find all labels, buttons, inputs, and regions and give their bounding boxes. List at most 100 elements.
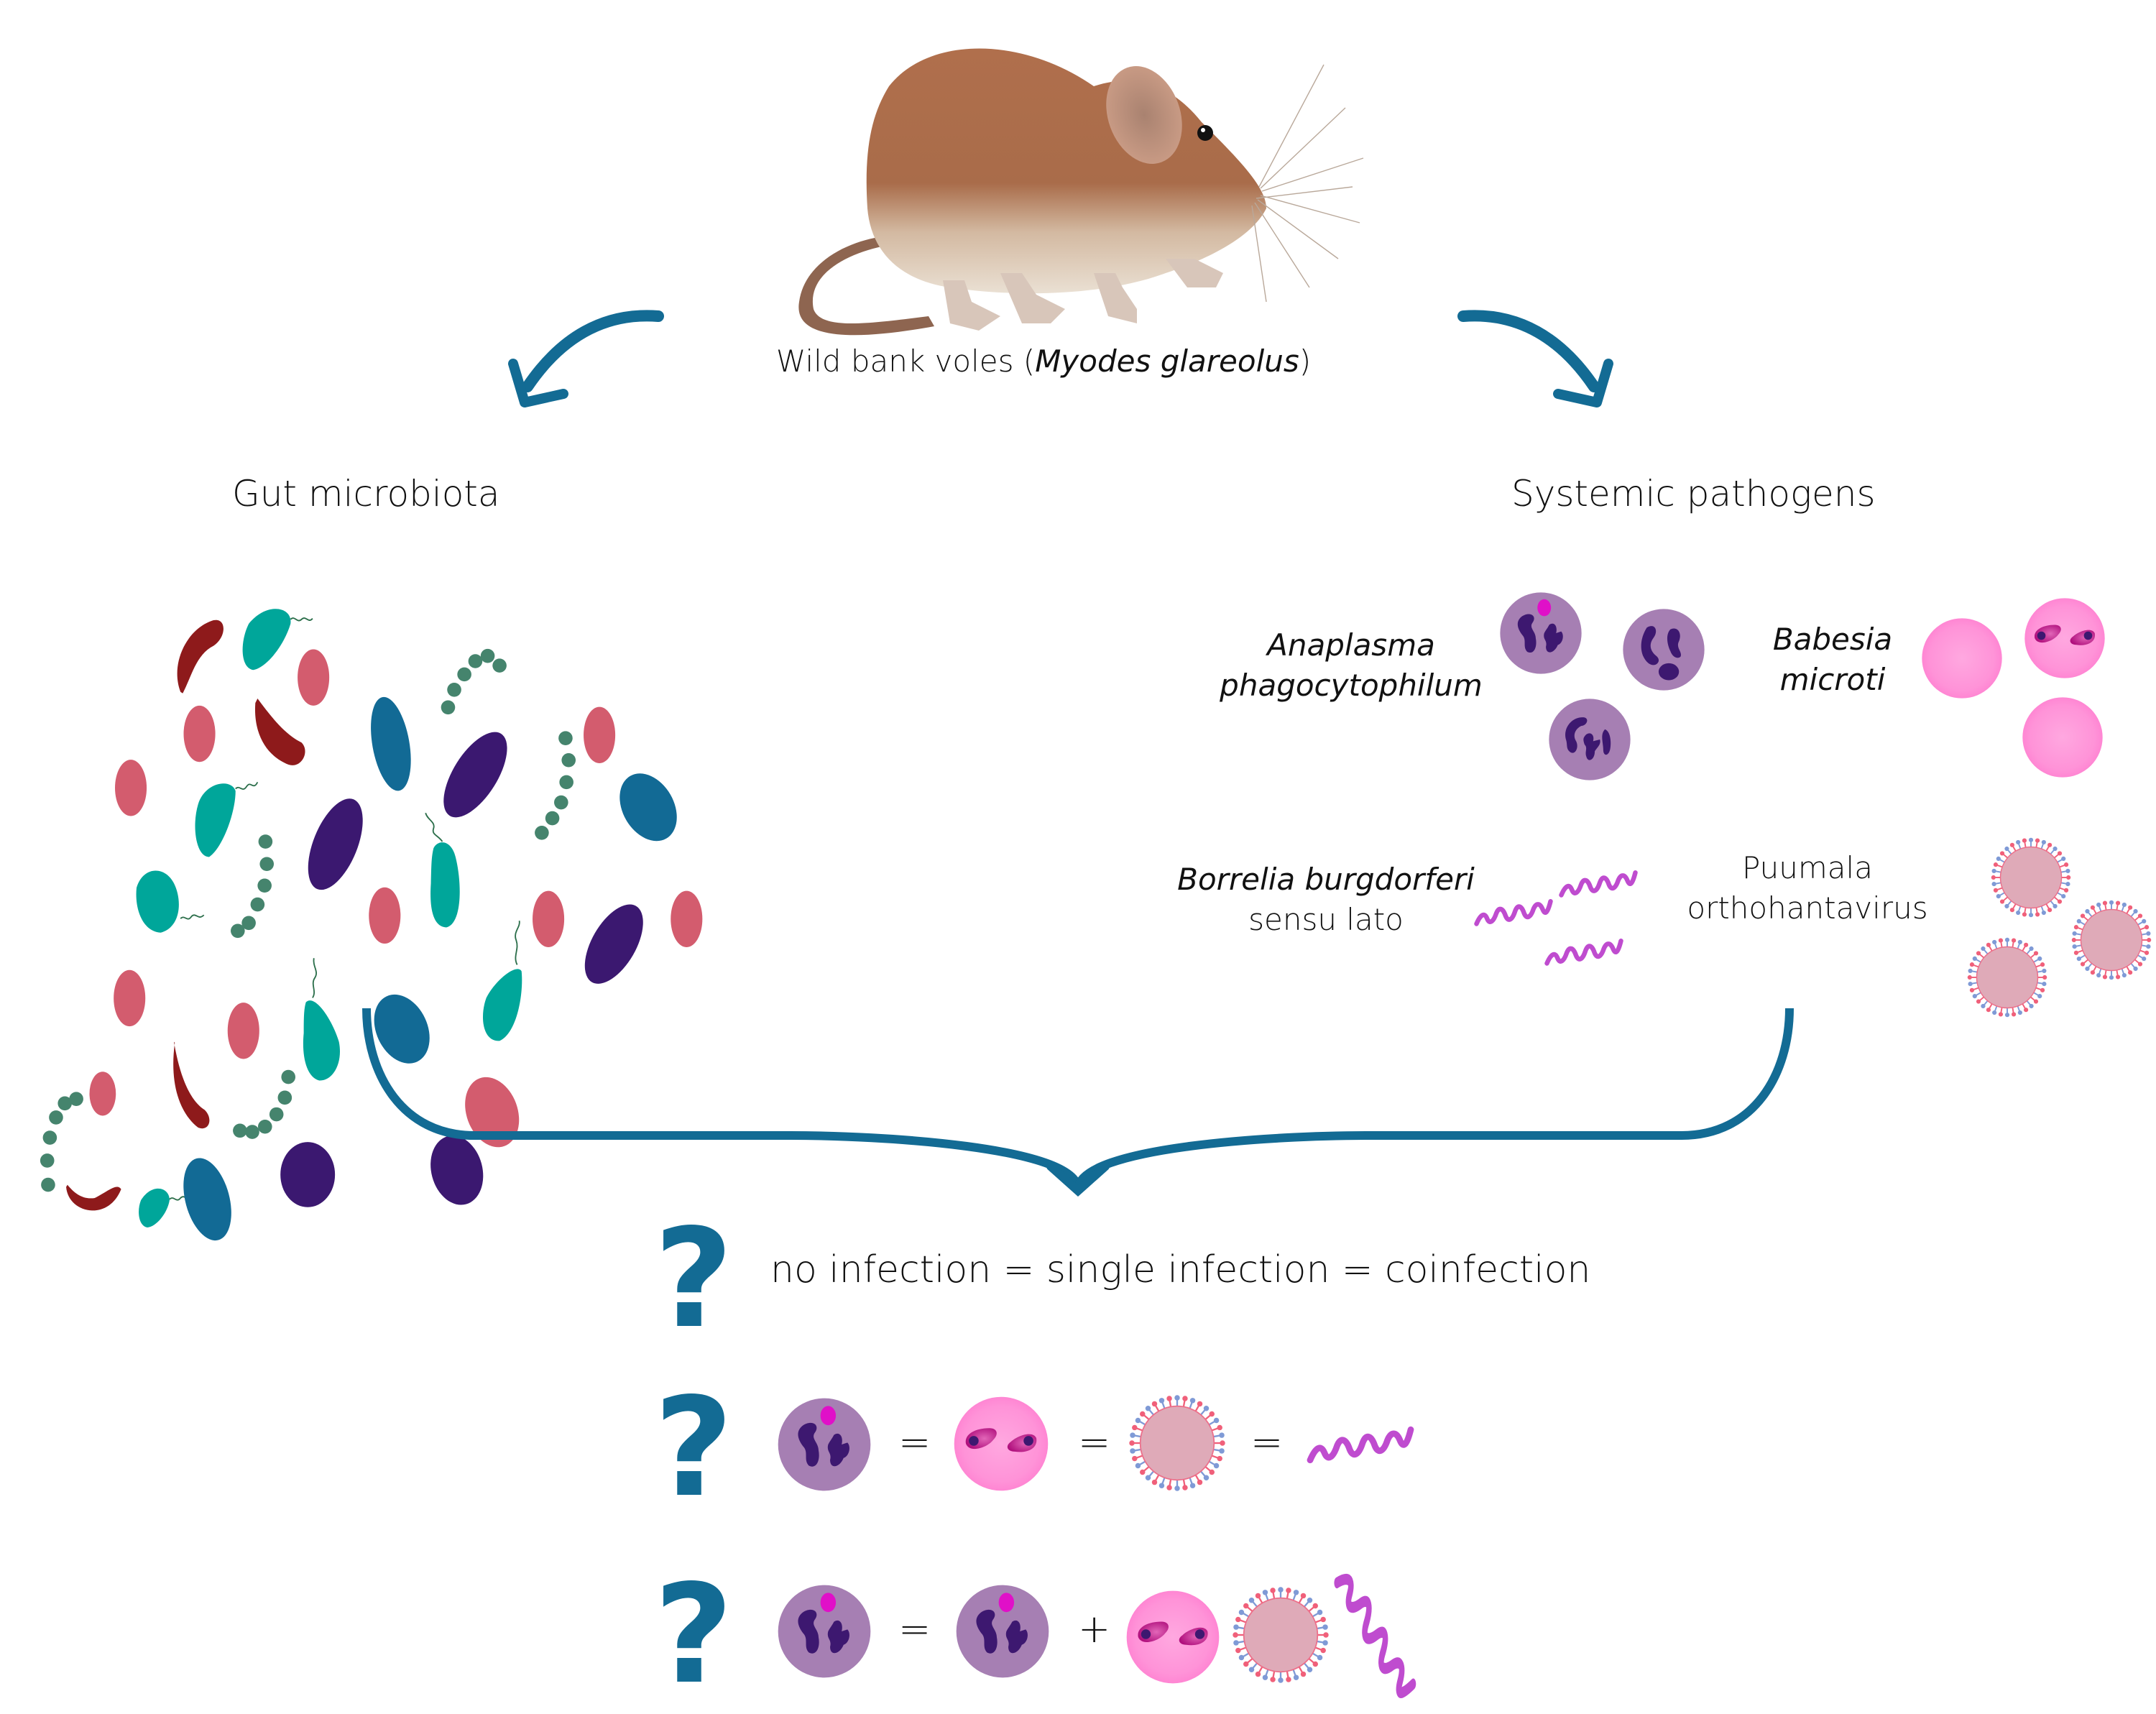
virus-spike-tip	[1993, 888, 1999, 893]
virus-spike-tip	[1992, 1010, 1997, 1015]
hantavirus-icon	[1991, 837, 2071, 918]
teal-microbe	[136, 870, 179, 933]
virus-spike-tip	[1158, 1398, 1165, 1404]
virus-spike-tip	[1182, 1485, 1188, 1490]
virus-spike-tip	[2041, 910, 2046, 916]
virus-spike-tip	[1235, 1616, 1241, 1623]
virus-spike-tip	[2137, 962, 2143, 967]
virus-spike-tip	[2102, 900, 2108, 906]
virus-spike-tip	[2073, 950, 2079, 955]
virus-spike-tip	[1322, 1624, 1328, 1630]
virus-spike-tip	[1996, 856, 2001, 861]
plus-sign: +	[1078, 1606, 1111, 1651]
host-label: Wild bank voles (Myodes glareolus)	[775, 344, 1312, 379]
purple-bacillus	[280, 1142, 336, 1207]
question-mark-icon: ?	[654, 1368, 734, 1527]
virus-spike-tip	[2147, 937, 2152, 943]
virus-spike-tip	[2009, 908, 2014, 913]
virus-spike-tip	[1991, 881, 1996, 887]
virus-spike-tip	[1189, 1398, 1196, 1404]
virus-spike-tip	[2024, 942, 2029, 947]
virus-spike-tip	[1278, 1677, 1284, 1683]
virus-spike-tip	[2004, 1013, 2010, 1018]
teal-microbe	[303, 1000, 341, 1081]
virus-spike-tip	[2122, 972, 2127, 978]
blue-bacillus	[619, 773, 677, 842]
purple-bacillus	[308, 798, 363, 890]
virus-spike-tip	[2144, 925, 2150, 930]
cocci-chain	[233, 1069, 296, 1139]
purple-bacillus	[584, 904, 643, 984]
spirochete-icon	[1558, 866, 1639, 899]
virus-spike-tip	[2133, 908, 2138, 914]
rod-microbe	[66, 1184, 121, 1211]
virus-spike-tip	[2128, 970, 2133, 975]
equals-sign: =	[1078, 1419, 1111, 1465]
virus-spike-tip	[1317, 1609, 1323, 1616]
virus-spike-tip	[1158, 1483, 1165, 1488]
virus-spike-tip	[1993, 862, 1999, 867]
pink-coccus	[671, 890, 703, 947]
teal-microbe	[195, 783, 236, 857]
vole-feet	[943, 259, 1223, 331]
spirochete-icon	[1473, 895, 1554, 928]
virus-spike-tip	[1286, 1588, 1291, 1593]
virus-spike-tip	[1293, 1590, 1299, 1595]
virus-spike-tip	[2042, 975, 2047, 980]
virus-spike-tip	[1151, 1479, 1158, 1485]
neutrophil-icon	[1547, 697, 1632, 782]
virus-spike-tip	[2146, 931, 2151, 936]
virus-spike-tip	[1174, 1395, 1180, 1401]
virus-spike-tip	[2042, 968, 2047, 974]
vole-body	[866, 48, 1266, 294]
virus-spike-tip	[1209, 1411, 1215, 1417]
virus-spike-tip	[1248, 1598, 1255, 1603]
converging-arrow	[362, 1008, 1794, 1197]
virus-spike-tip	[2076, 957, 2081, 962]
virus-spike-tip	[2076, 918, 2081, 923]
neutrophil-icon	[776, 1394, 872, 1495]
virus-spike-tip	[1129, 1440, 1135, 1446]
virus-spike-tip	[2017, 939, 2022, 945]
virus-spike-tip	[2144, 950, 2150, 955]
neutrophil-icon	[954, 1581, 1051, 1682]
cocci-chain	[535, 731, 576, 840]
question-1-text: no infection = single infection = coinfe…	[770, 1248, 1591, 1291]
virus-spike-tip	[1213, 1462, 1220, 1469]
virus-spike-tip	[2071, 937, 2076, 943]
neutrophil-icon	[1498, 591, 1583, 676]
virus-spike-tip	[2096, 972, 2101, 978]
hantavirus-icon	[2071, 900, 2152, 980]
blue-bacillus	[371, 696, 411, 791]
virus-spike-tip	[1209, 1469, 1215, 1475]
virus-spike-tip	[2037, 956, 2042, 961]
neutrophil-icon	[776, 1581, 872, 1682]
virus-spike-tip	[1262, 1674, 1268, 1680]
virus-spike-tip	[1151, 1401, 1158, 1407]
rod-microbe	[254, 699, 305, 765]
vole-tail	[798, 236, 934, 336]
virus-spike-tip	[1320, 1647, 1326, 1654]
virus-spike-tip	[1307, 1667, 1313, 1672]
virus-spike-tip	[2142, 918, 2147, 923]
virus-spike-tip	[2009, 842, 2014, 847]
virus-spike-tip	[2066, 875, 2071, 880]
virus-spike-tip	[1981, 946, 1986, 952]
virus-spike-tip	[2024, 1008, 2029, 1013]
hantavirus-icon	[1233, 1587, 1329, 1683]
virus-spike-tip	[2037, 994, 2042, 999]
virus-spike-tip	[2137, 913, 2143, 918]
virus-spike-tip	[2142, 957, 2147, 962]
infected-red-blood-cell-icon	[2023, 596, 2106, 680]
virus-spike-tip	[2090, 905, 2095, 910]
virus-spike-tip	[1972, 994, 1977, 999]
virus-spike-tip	[2053, 846, 2058, 852]
teal-microbe	[242, 609, 291, 671]
spirochete-icon	[1330, 1592, 1423, 1671]
virus-spike-tip	[2122, 902, 2127, 908]
virus-spike-tip	[1300, 1593, 1307, 1599]
infected-red-blood-cell-icon	[952, 1393, 1050, 1495]
pink-coccus	[227, 1003, 259, 1059]
virus-spike-tip	[2102, 975, 2108, 980]
virus-spike-tip	[1140, 1469, 1146, 1475]
